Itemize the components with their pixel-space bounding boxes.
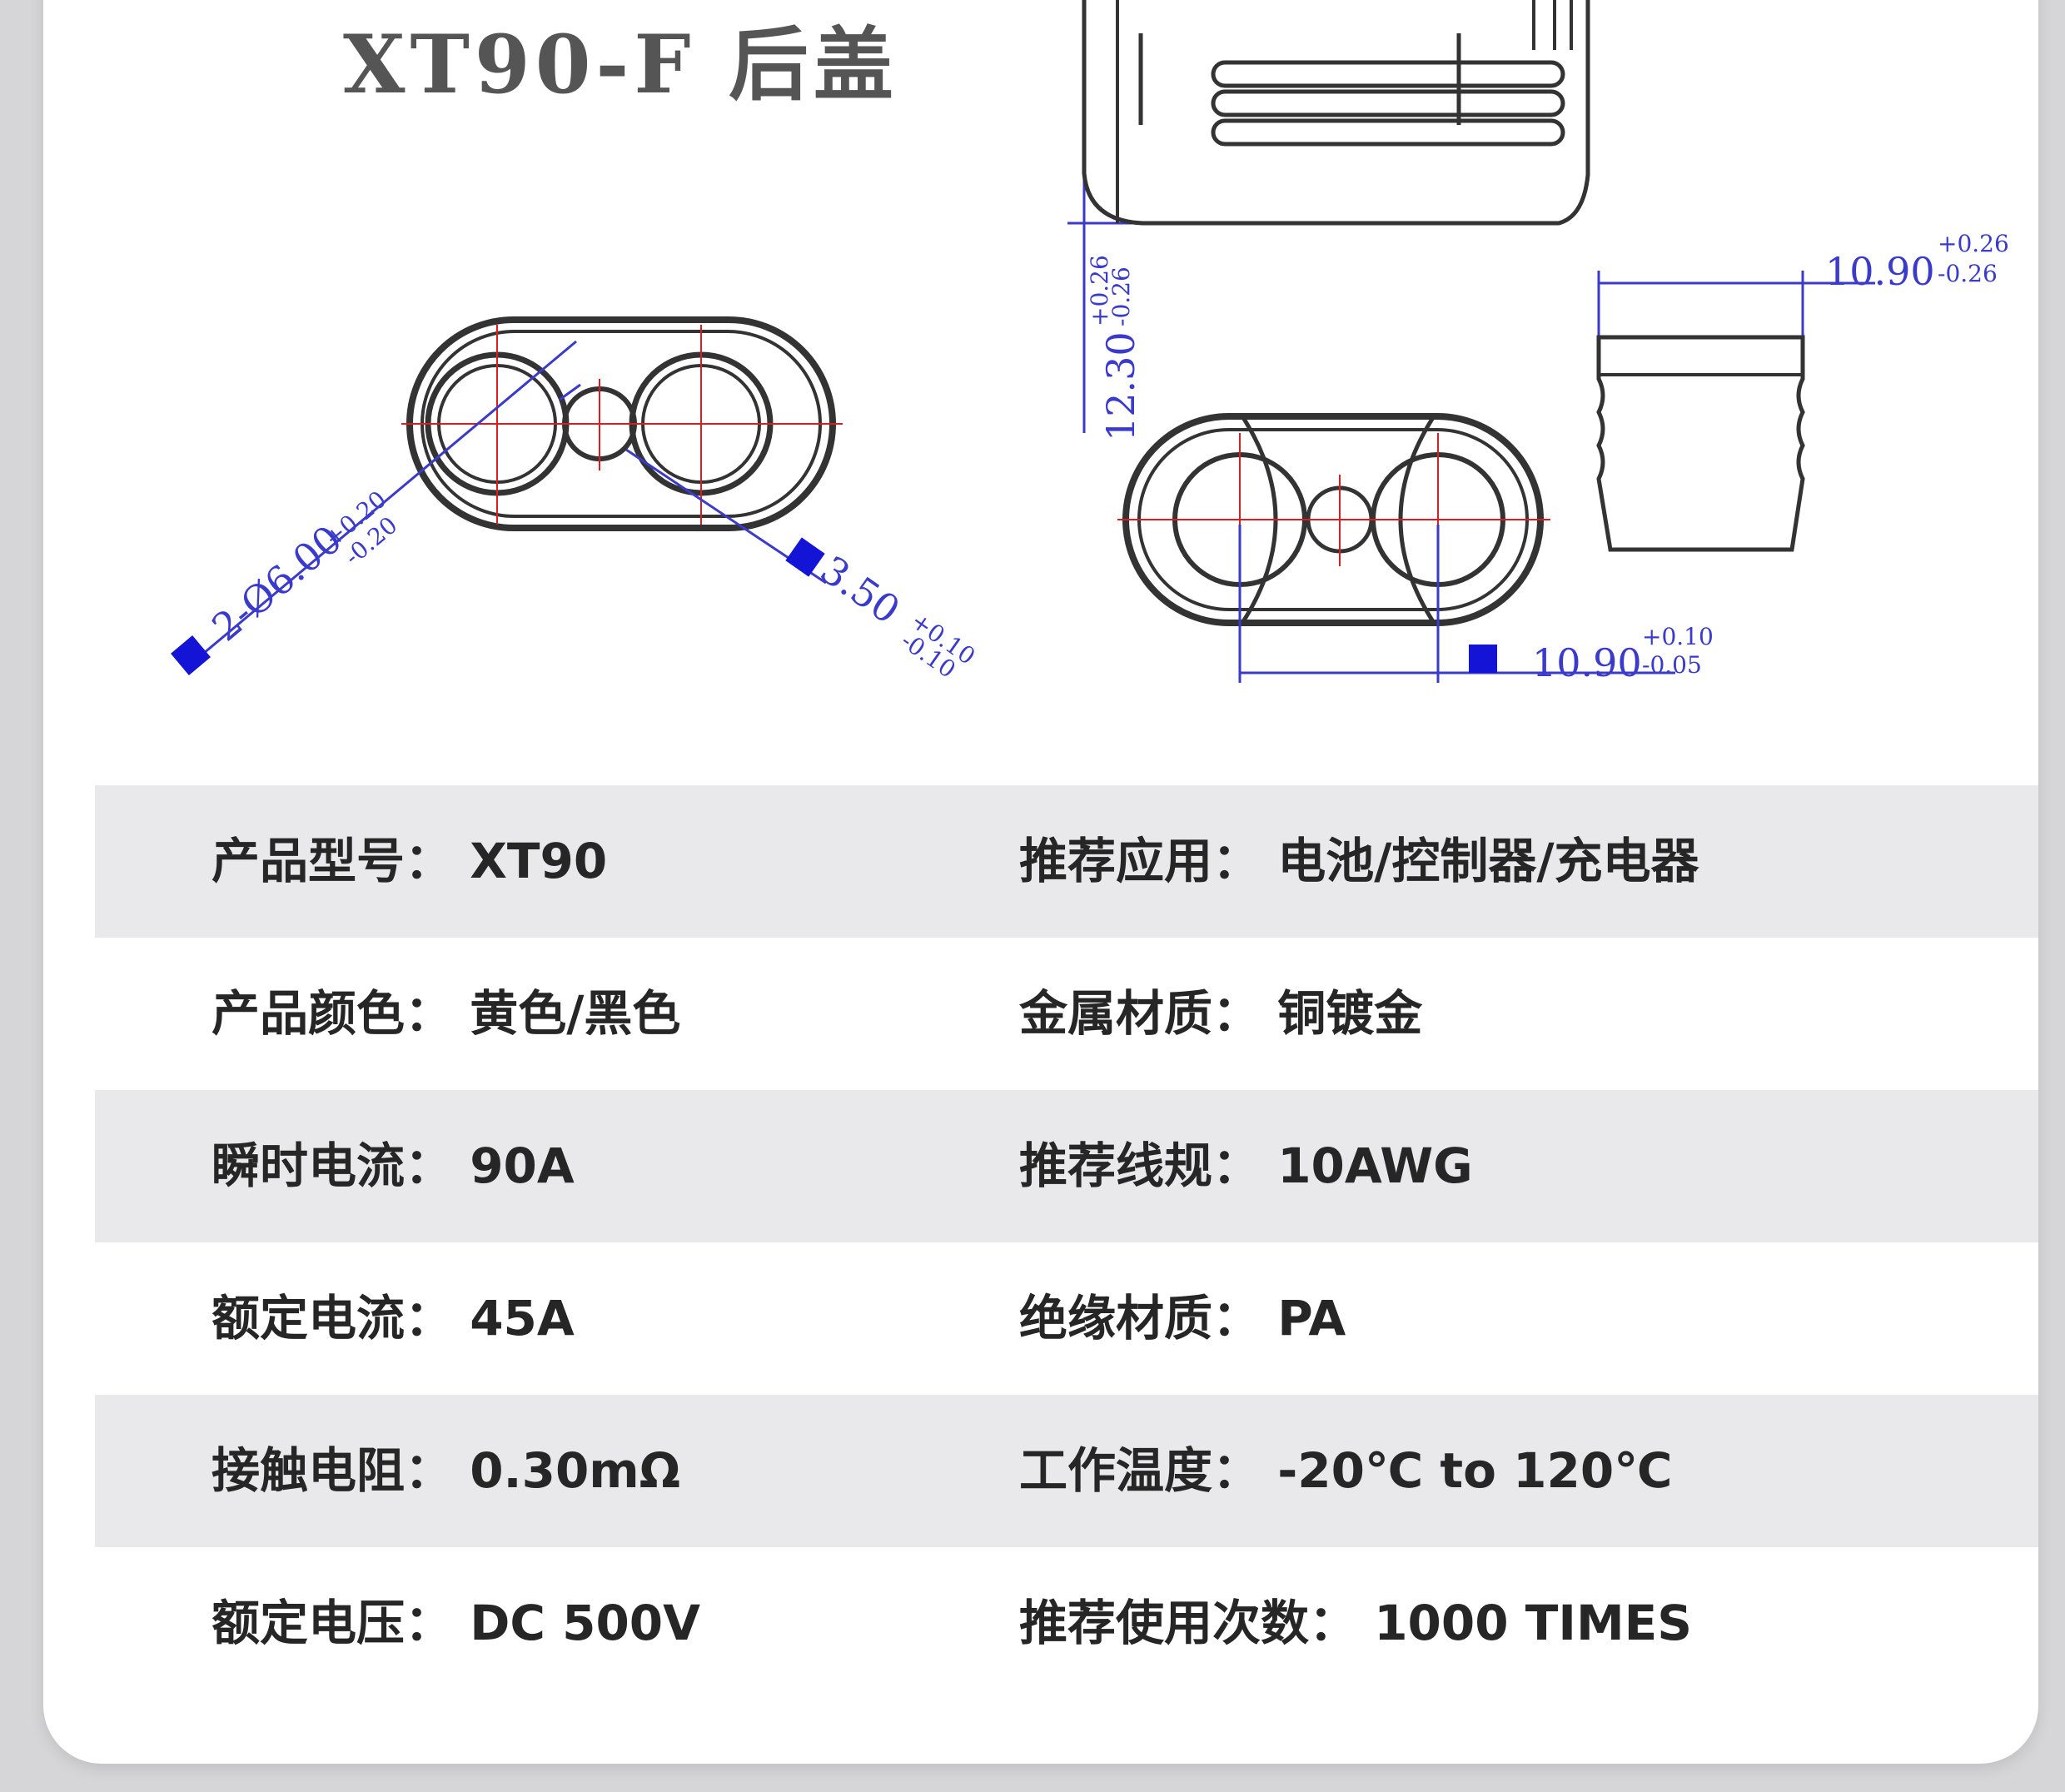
dim-center-hole: 3.50 (813, 547, 908, 633)
spec-row: 产品型号： XT90 推荐应用： 电池/控制器/充电器 (95, 785, 2038, 938)
dim-front-width-tol-minus: -0.05 (1642, 651, 1702, 679)
front-view (1117, 413, 1675, 683)
spec-card: XT90-F 后盖 2-Ø6.00 +0.20 -0.20 3.50 +0.10… (43, 0, 2038, 1764)
spec-model: 产品型号： XT90 (211, 833, 608, 889)
dim-side-width: 10.90 (1825, 249, 1935, 294)
spec-insulation-material: 绝缘材质： PA (1019, 1290, 1346, 1346)
dim-height-tol-minus: -0.26 (1107, 266, 1135, 326)
spec-metal-material: 金属材质： 铜镀金 (1019, 985, 1423, 1042)
spec-mating-cycles: 推荐使用次数： 1000 TIMES (1019, 1595, 1693, 1651)
dim-front-width-tol-plus: +0.10 (1642, 623, 1714, 650)
spec-application: 推荐应用： 电池/控制器/充电器 (1019, 833, 1699, 889)
dim-height: 12.30 (1098, 331, 1143, 441)
dim-side-width-tol-minus: -0.26 (1938, 260, 1998, 287)
spec-contact-resistance: 接触电阻： 0.30mΩ (211, 1442, 681, 1499)
spec-row: 接触电阻： 0.30mΩ 工作温度： -20℃ to 120℃ (95, 1395, 2038, 1547)
dim-height-tol-plus: +0.26 (1086, 255, 1113, 326)
spec-instant-current: 瞬时电流： 90A (211, 1137, 575, 1194)
spec-wire-gauge: 推荐线规： 10AWG (1019, 1137, 1473, 1194)
spec-row: 产品颜色： 黄色/黑色 金属材质： 铜镀金 (95, 938, 2038, 1090)
spec-operating-temperature: 工作温度： -20℃ to 120℃ (1019, 1442, 1673, 1499)
spec-rated-current: 额定电流： 45A (211, 1290, 575, 1346)
spec-row: 额定电流： 45A 绝缘材质： PA (95, 1242, 2038, 1395)
spec-table: 产品型号： XT90 推荐应用： 电池/控制器/充电器 产品颜色： 黄色/黑色 … (95, 785, 2038, 1700)
page-title: XT90-F 后盖 (343, 17, 898, 112)
technical-drawing: 2-Ø6.00 +0.20 -0.20 3.50 +0.10 -0.10 12.… (171, 0, 2009, 685)
spec-color: 产品颜色： 黄色/黑色 (211, 985, 681, 1042)
dim-front-width: 10.90 (1532, 640, 1642, 685)
spec-row: 额定电压： DC 500V 推荐使用次数： 1000 TIMES (95, 1547, 2038, 1700)
dim-side-width-tol-plus: +0.26 (1938, 230, 2009, 257)
spec-row: 瞬时电流： 90A 推荐线规： 10AWG (95, 1090, 2038, 1242)
spec-rated-voltage: 额定电压： DC 500V (211, 1595, 701, 1651)
side-profile-view (1596, 271, 1875, 552)
top-view (171, 316, 843, 675)
side-elevation-view (1067, 0, 1590, 433)
